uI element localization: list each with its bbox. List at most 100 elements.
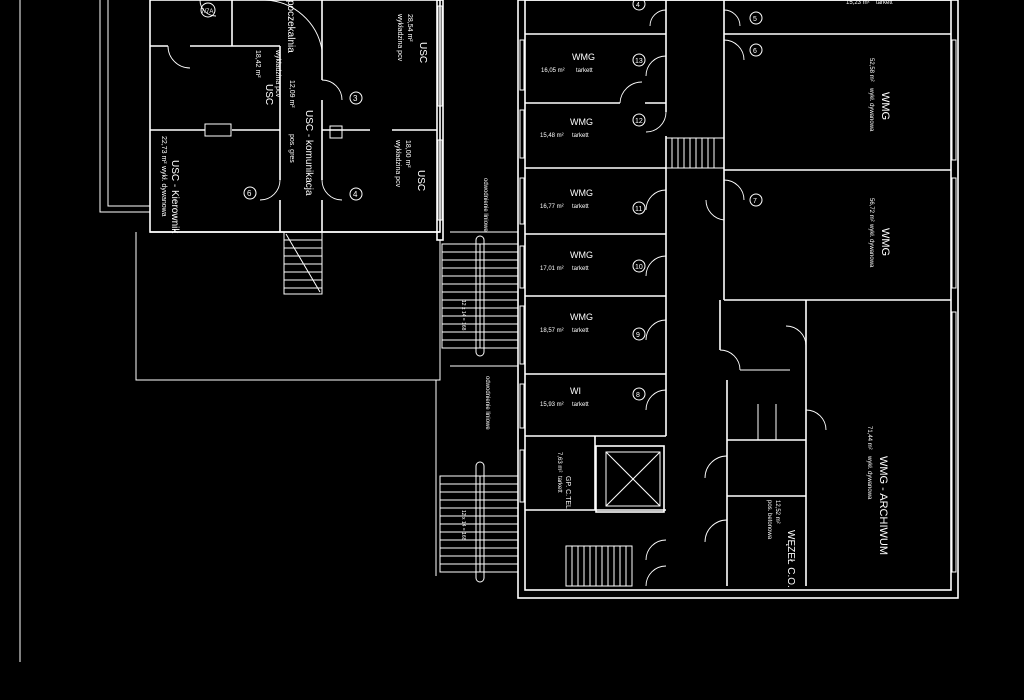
svg-text:WMG: WMG (570, 188, 593, 198)
svg-text:tarkett: tarkett (572, 328, 589, 334)
svg-text:WMG: WMG (879, 228, 891, 256)
svg-text:4: 4 (353, 190, 358, 199)
room-floor: wykładzina pcv (274, 49, 281, 98)
svg-text:12 x 14 = 168: 12 x 14 = 168 (460, 510, 466, 541)
room-top-right: 15,23 m² tarkett 5 (749, 0, 893, 25)
room-right-archiwum: WMG - ARCHIWUM 71,44 m² wykł. dywanowa (866, 426, 889, 555)
room-floor: wykł. dywanowa (160, 165, 167, 217)
room-number-marker: 6 (243, 186, 257, 200)
svg-text:wykł. dywanowa: wykł. dywanowa (868, 87, 874, 132)
room-floor: pos. gres (288, 134, 295, 163)
svg-text:WMG: WMG (572, 52, 595, 62)
svg-text:tarkett: tarkett (576, 68, 593, 74)
svg-text:tarkett: tarkett (572, 133, 589, 139)
svg-text:16,05 m²: 16,05 m² (541, 68, 565, 74)
room-mid-8: WI 15,93 m² tarkett 8 (540, 386, 646, 408)
svg-text:10: 10 (635, 264, 643, 271)
room-floor: wykładzina pcv (394, 139, 401, 188)
room-right-7: WMG 56,72 m² wykł. dywanowa (868, 198, 891, 268)
svg-text:4: 4 (636, 2, 640, 9)
ramp-lower (435, 380, 519, 583)
svg-text:5: 5 (753, 16, 757, 23)
svg-text:tarkett: tarkett (572, 204, 589, 210)
room-number-marker: 6 (749, 43, 763, 57)
room-ustc-top: USC 28,54 m² wykładzina pcv (396, 13, 428, 63)
drain-label: odwodnienie liniowe (482, 178, 488, 232)
room-name: USC (263, 84, 274, 105)
svg-text:56,72 m²: 56,72 m² (868, 198, 874, 222)
room-area: 18,00 m² (404, 140, 411, 168)
door-swing (321, 179, 343, 201)
svg-text:15,23 m²: 15,23 m² (846, 0, 870, 6)
svg-text:7/7A: 7/7A (201, 9, 213, 15)
svg-text:9: 9 (636, 332, 640, 339)
column (204, 123, 232, 137)
svg-text:WI: WI (570, 386, 581, 396)
svg-text:12: 12 (635, 118, 643, 125)
svg-text:12,52 m²: 12,52 m² (774, 500, 780, 524)
room-ustc-low: USC 18,00 m² wykładzina pcv (394, 139, 426, 191)
ramp-label: 12 x 14 = 168 (460, 510, 466, 541)
outline-wall (107, 0, 150, 207)
door-swings (619, 9, 827, 587)
svg-text:7,63 m²: 7,63 m² (556, 452, 562, 472)
svg-text:15,48 m²: 15,48 m² (540, 133, 564, 139)
svg-text:tarkett: tarkett (572, 402, 589, 408)
lift-shaft (595, 445, 665, 513)
svg-text:odwodnienie liniowe: odwodnienie liniowe (484, 376, 490, 430)
room-number-marker: 7 (749, 193, 763, 207)
room-poczekalnia: poczekalnia (285, 0, 296, 53)
svg-text:11: 11 (635, 206, 642, 213)
svg-text:WĘZEŁ C.O.: WĘZEŁ C.O. (785, 530, 796, 588)
main-building-outline (517, 0, 959, 599)
svg-text:6: 6 (247, 189, 252, 198)
main-building-inner (524, 0, 952, 591)
room-mid-13: WMG 16,05 m² tarkett 13 (541, 52, 646, 74)
room-name: poczekalnia (285, 0, 296, 53)
svg-text:odwodnienie liniowe: odwodnienie liniowe (482, 178, 488, 232)
svg-text:16,77 m²: 16,77 m² (540, 204, 564, 210)
svg-text:tarkett: tarkett (556, 476, 562, 493)
outline-wall (99, 0, 150, 213)
door-swing (199, 0, 217, 17)
top-mid-marker: 4 (632, 0, 646, 11)
svg-text:GP. C.TEL.: GP. C.TEL. (564, 476, 571, 511)
svg-text:7: 7 (753, 198, 757, 205)
room-area: 18,42 m² (254, 50, 261, 78)
window-marks (437, 5, 957, 573)
room-mid-12: WMG 15,48 m² tarkett 12 (540, 113, 646, 139)
stair-left (283, 231, 323, 295)
room-mid-9: WMG 18,57 m² tarkett 9 (540, 312, 646, 341)
room-number-marker: 3 (349, 91, 363, 105)
room-ustc-kier: USC - Kierownik 22,73 m² wykł. dywanowa (160, 136, 180, 234)
svg-text:WMG - ARCHIWUM: WMG - ARCHIWUM (877, 456, 889, 555)
room-mid-11: WMG 16,77 m² tarkett 11 (540, 188, 646, 215)
svg-text:WMG: WMG (879, 92, 891, 120)
svg-text:12 x 14 = 168: 12 x 14 = 168 (460, 300, 466, 331)
svg-text:8: 8 (636, 392, 640, 399)
svg-text:tarkett: tarkett (876, 0, 893, 6)
room-name: USC (417, 42, 428, 63)
svg-text:52,58 m²: 52,58 m² (868, 58, 874, 82)
svg-text:tarkett: tarkett (572, 266, 589, 272)
room-ustc-kom: USC - komunikacja 12,09 m² pos. gres (288, 80, 314, 196)
ramp-label: 12 x 14 = 168 (460, 300, 466, 331)
door-swing (264, 0, 323, 51)
ramp-upper (441, 235, 519, 357)
room-number-marker: 4 (349, 187, 363, 201)
terrace-outline (135, 232, 441, 381)
room-floor: wykładzina pcv (396, 13, 403, 62)
column (329, 125, 343, 139)
svg-text:WMG: WMG (570, 250, 593, 260)
room-name: USC - Kierownik (169, 160, 180, 234)
svg-text:WMG: WMG (570, 312, 593, 322)
svg-text:wykł. dywanowa: wykł. dywanowa (866, 455, 872, 500)
room-mid-10: WMG 17,01 m² tarkett 10 (540, 250, 646, 273)
svg-text:WMG: WMG (570, 117, 593, 127)
svg-text:wykł. dywanowa: wykł. dywanowa (868, 223, 874, 268)
svg-text:pos. betonowa: pos. betonowa (766, 500, 772, 540)
door-swing (167, 45, 191, 69)
svg-text:15,93 m²: 15,93 m² (540, 402, 564, 408)
room-small: GP. C.TEL. 7,63 m² tarkett (556, 452, 571, 511)
svg-text:71,44 m²: 71,44 m² (866, 426, 872, 450)
